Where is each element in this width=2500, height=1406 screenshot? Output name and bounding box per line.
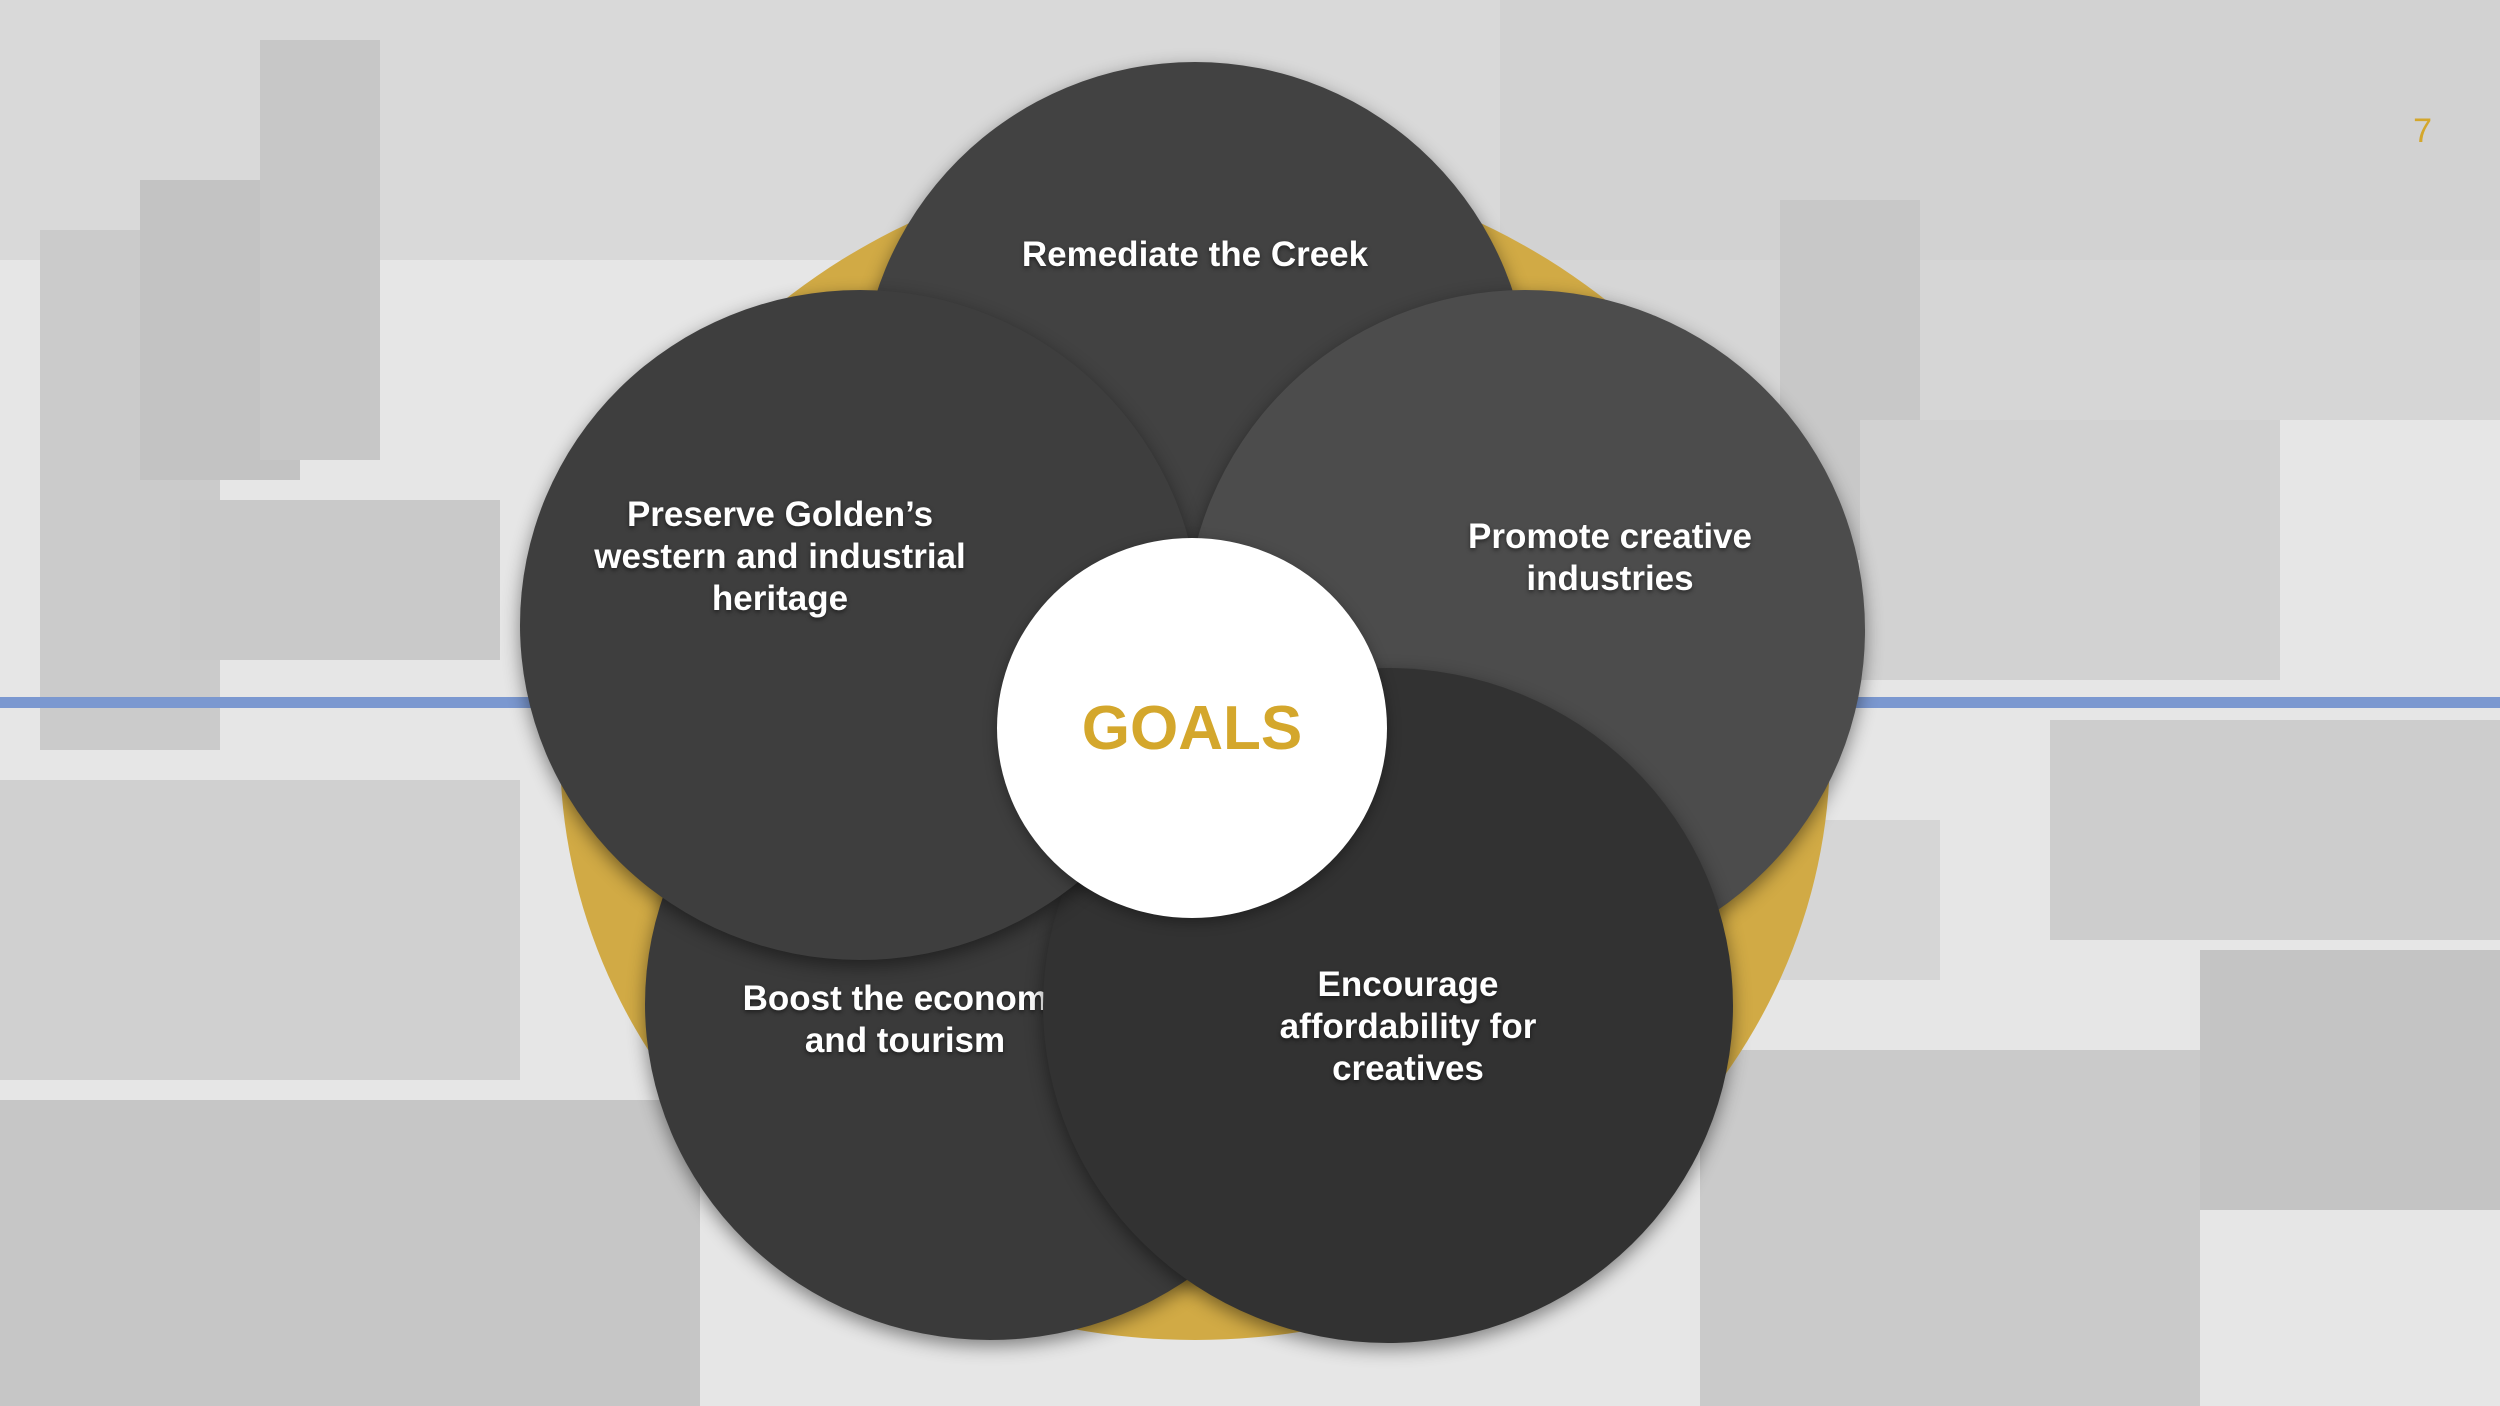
goal-label: Preserve Golden’s western and industrial…	[594, 495, 966, 618]
goals-center-label: GOALS	[1081, 694, 1303, 763]
goals-center-circle: GOALS	[997, 538, 1387, 918]
goal-label: Boost the economy and tourism	[742, 979, 1068, 1060]
page-number: 7	[2413, 112, 2432, 150]
goal-label: Remediate the Creek	[1021, 235, 1369, 274]
goal-label: Encourage affordability for creatives	[1279, 965, 1537, 1088]
goal-label: Promote creative industries	[1467, 517, 1753, 598]
